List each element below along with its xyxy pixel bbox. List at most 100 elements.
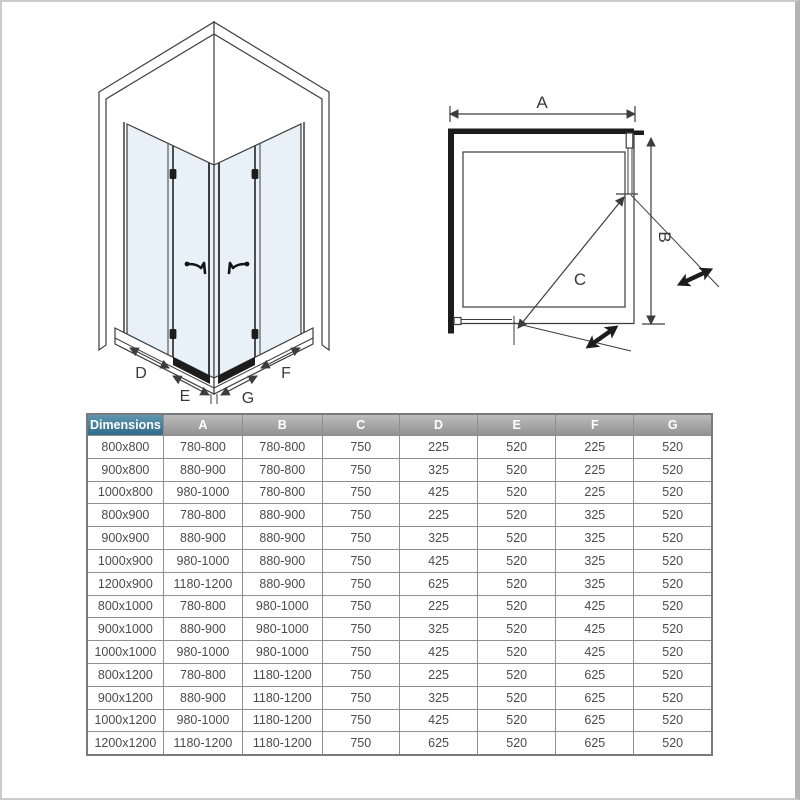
column-header-f: F	[555, 413, 635, 436]
table-cell: 520	[633, 640, 713, 664]
table-cell: 520	[477, 480, 557, 505]
table-cell: 800x800	[86, 435, 164, 459]
table-header: Dimensions A B C D E F G	[86, 413, 713, 436]
table-cell: 1180-1200	[242, 685, 323, 710]
table-cell: 325	[555, 503, 635, 528]
hinge-icon	[251, 329, 259, 339]
table-cell: 980-1000	[242, 617, 323, 642]
table-cell: 520	[633, 457, 713, 482]
table-cell: 325	[398, 685, 479, 710]
table-cell: 1180-1200	[162, 571, 244, 596]
plan-diagram: A B C	[448, 93, 720, 355]
table-cell: 1180-1200	[162, 731, 244, 756]
table-cell: 900x900	[86, 526, 164, 550]
table-cell: 780-800	[242, 435, 323, 459]
dimension-label-b: B	[655, 231, 674, 242]
table-row: 900x1000 880-900 980-1000 750 325 520 42…	[86, 617, 713, 642]
column-header-g: G	[633, 413, 713, 436]
door-profile	[625, 132, 634, 149]
table-cell: 750	[321, 708, 400, 733]
dimension-arrow-f	[260, 347, 301, 369]
door-handle-icon	[187, 261, 207, 275]
table-cell: 1180-1200	[242, 708, 323, 733]
table-cell: 520	[477, 548, 557, 573]
dimensions-table: Dimensions A B C D E F G 800x800 780-800…	[86, 413, 713, 757]
table-cell: 225	[555, 457, 635, 482]
left-wall	[448, 128, 454, 334]
column-header-dimensions: Dimensions	[86, 413, 164, 436]
dimension-arrow-d	[129, 347, 170, 369]
table-cell: 750	[321, 457, 400, 482]
table-cell: 1000x1200	[86, 708, 164, 733]
table-cell: 425	[398, 708, 479, 733]
table-cell: 1000x800	[86, 480, 164, 505]
table-cell: 780-800	[162, 435, 244, 459]
table-cell: 880-900	[242, 526, 323, 550]
table-cell: 225	[398, 435, 479, 459]
table-cell: 325	[555, 571, 635, 596]
table-cell: 425	[555, 640, 635, 664]
column-header-b: B	[242, 413, 323, 436]
table-cell: 1200x900	[86, 571, 164, 596]
table-cell: 625	[555, 685, 635, 710]
table-cell: 625	[555, 708, 635, 733]
table-cell: 750	[321, 526, 400, 550]
table-cell: 520	[477, 662, 557, 687]
hinge-icon	[169, 169, 177, 179]
table-cell: 520	[477, 640, 557, 664]
bottom-left-panel	[453, 316, 632, 355]
door-handle-icon	[227, 261, 247, 275]
table-cell: 520	[633, 594, 713, 619]
table-cell: 520	[477, 617, 557, 642]
dimension-label-c: C	[574, 270, 586, 289]
table-cell: 750	[321, 685, 400, 710]
dimension-label-e: E	[180, 388, 191, 405]
table-cell: 900x1000	[86, 617, 164, 642]
table-cell: 520	[477, 731, 557, 756]
table-row: 1200x900 1180-1200 880-900 750 625 520 3…	[86, 571, 713, 596]
table-row: 900x800 880-900 780-800 750 325 520 225 …	[86, 457, 713, 482]
column-header-a: A	[162, 413, 244, 436]
table-row: 1000x900 980-1000 880-900 750 425 520 32…	[86, 548, 713, 573]
table-row: 1000x1200 980-1000 1180-1200 750 425 520…	[86, 708, 713, 733]
table-cell: 520	[477, 571, 557, 596]
table-cell: 520	[633, 503, 713, 528]
table-cell: 750	[321, 435, 400, 459]
swing-direction-icon	[581, 319, 623, 355]
table-cell: 780-800	[162, 594, 244, 619]
table-cell: 750	[321, 480, 400, 505]
table-cell: 325	[555, 548, 635, 573]
table-cell: 520	[633, 435, 713, 459]
table-cell: 520	[477, 526, 557, 550]
table-cell: 880-900	[162, 685, 244, 710]
table-cell: 520	[633, 685, 713, 710]
dimension-label-a: A	[536, 93, 548, 112]
table-cell: 1200x1200	[86, 731, 164, 756]
table-cell: 750	[321, 548, 400, 573]
table-cell: 520	[477, 708, 557, 733]
table-cell: 880-900	[242, 503, 323, 528]
table-cell: 520	[477, 457, 557, 482]
table-cell: 625	[555, 731, 635, 756]
table-cell: 520	[633, 571, 713, 596]
table-cell: 980-1000	[162, 480, 244, 505]
column-header-c: C	[321, 413, 400, 436]
column-header-e: E	[477, 413, 557, 436]
dimension-label-f: F	[281, 365, 291, 382]
table-cell: 325	[398, 457, 479, 482]
table-cell: 780-800	[162, 662, 244, 687]
table-row: 800x1200 780-800 1180-1200 750 225 520 6…	[86, 662, 713, 687]
top-right-panel	[616, 132, 720, 292]
top-wall-extension	[634, 130, 644, 135]
table-cell: 425	[398, 640, 479, 664]
table-cell: 800x1000	[86, 594, 164, 619]
handle-knob-icon	[184, 261, 190, 267]
table-cell: 900x800	[86, 457, 164, 482]
table-cell: 880-900	[162, 617, 244, 642]
table-cell: 520	[633, 480, 713, 505]
table-cell: 520	[477, 594, 557, 619]
dimension-a: A	[448, 93, 637, 122]
table-cell: 520	[633, 617, 713, 642]
dimensions-table-wrap: Dimensions A B C D E F G 800x800 780-800…	[86, 413, 713, 757]
